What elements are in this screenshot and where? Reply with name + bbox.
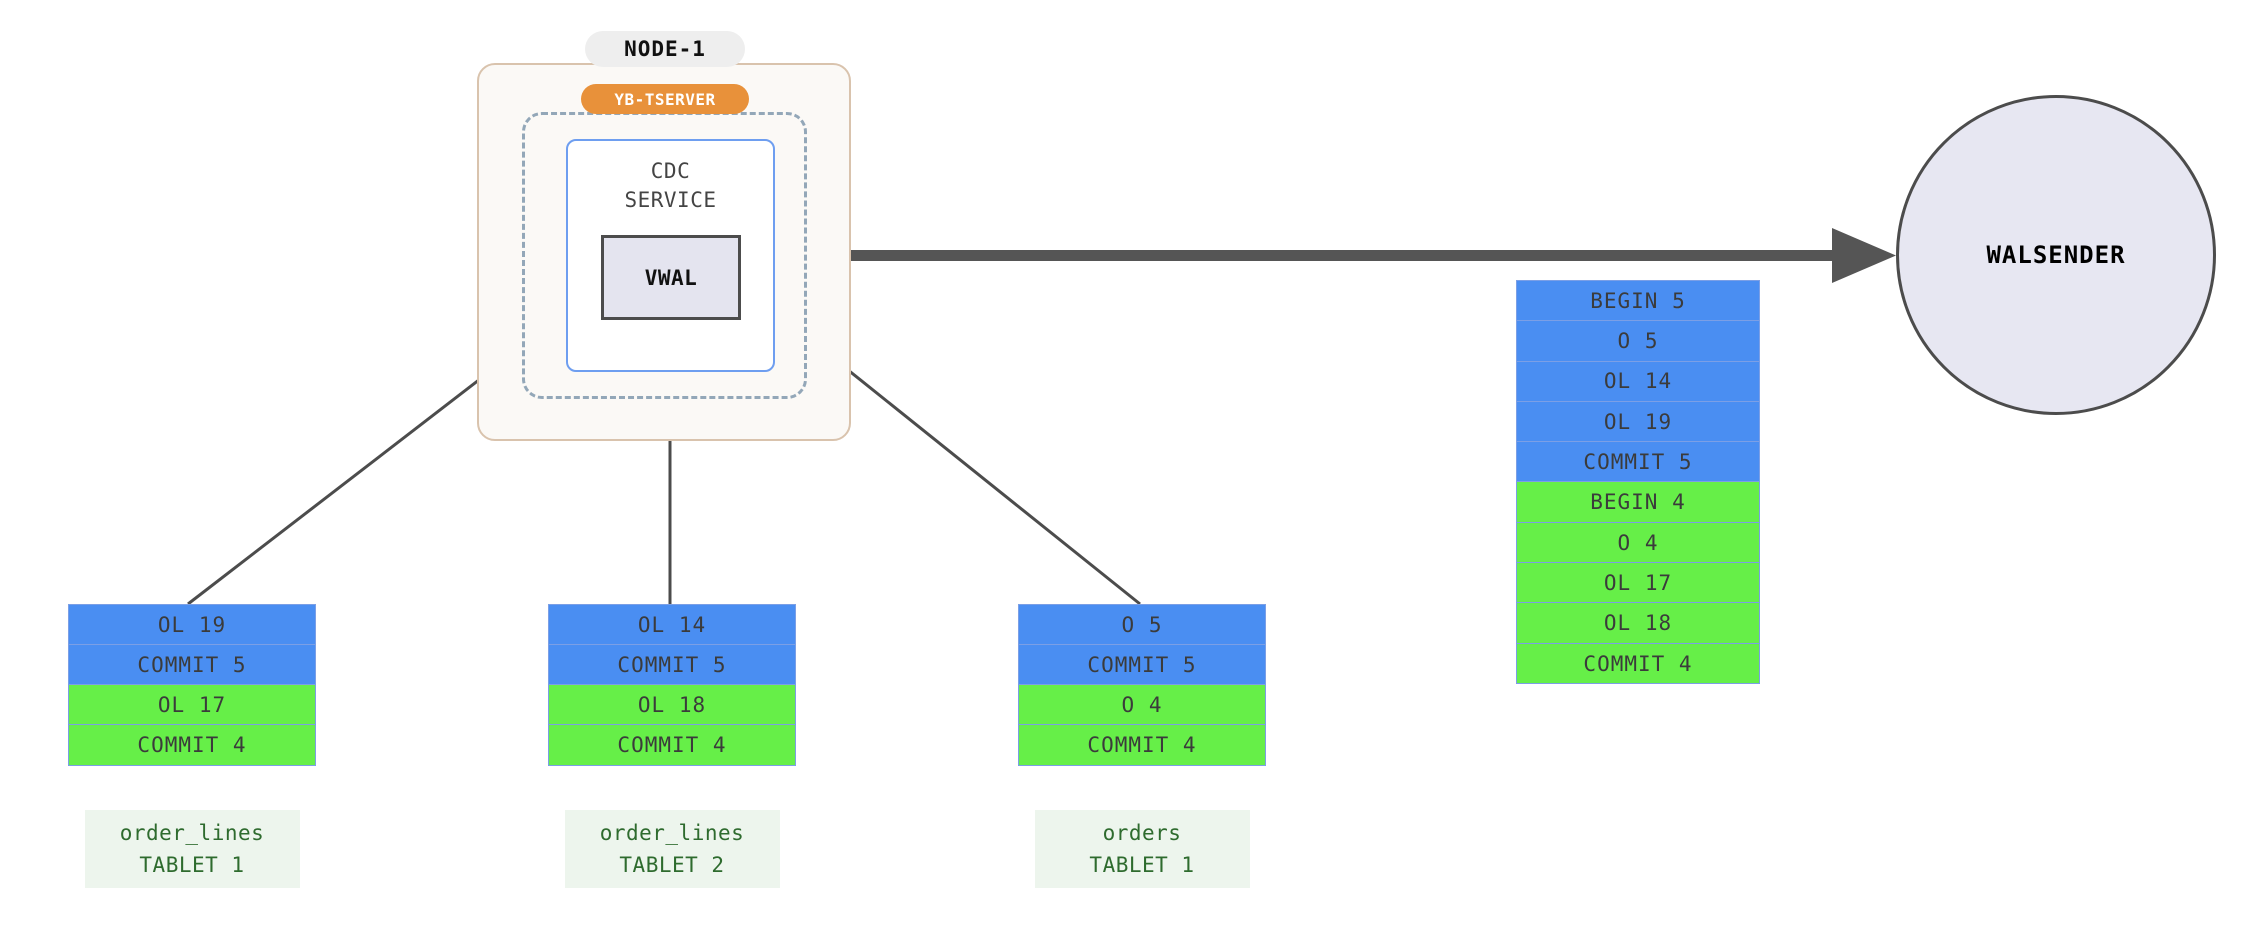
record-row: COMMIT 4 xyxy=(68,724,316,766)
tablet-caption-order-lines-tablet-1: order_lines TABLET 1 xyxy=(84,810,300,888)
yb-tserver-badge: YB-TSERVER xyxy=(581,84,749,114)
record-row: OL 17 xyxy=(68,684,316,726)
record-row: COMMIT 5 xyxy=(548,644,796,686)
cdc-service-label: CDC SERVICE xyxy=(624,159,717,212)
output-record-row: OL 17 xyxy=(1516,562,1760,604)
record-row: O 4 xyxy=(1018,684,1266,726)
vwal-box: VWAL xyxy=(601,235,741,320)
walsender-node: WALSENDER xyxy=(1896,95,2216,415)
output-record-row: O 5 xyxy=(1516,320,1760,363)
record-row: OL 14 xyxy=(548,604,796,646)
output-record-row: O 4 xyxy=(1516,521,1760,564)
tablet-caption-order-lines-tablet-2: order_lines TABLET 2 xyxy=(564,810,780,888)
record-row: COMMIT 4 xyxy=(548,724,796,766)
output-record-row: OL 14 xyxy=(1516,360,1760,403)
record-row: COMMIT 5 xyxy=(68,644,316,686)
record-row: COMMIT 4 xyxy=(1018,724,1266,766)
record-row: COMMIT 5 xyxy=(1018,644,1266,686)
tablet-caption-orders-tablet-1: orders TABLET 1 xyxy=(1034,810,1250,888)
output-record-row: COMMIT 5 xyxy=(1516,441,1760,483)
record-row: OL 19 xyxy=(68,604,316,646)
output-record-row: OL 19 xyxy=(1516,400,1760,443)
output-record-row: OL 18 xyxy=(1516,602,1760,645)
edge-cdc-to-walsender xyxy=(849,228,1896,283)
node-1-badge: NODE-1 xyxy=(585,31,745,67)
record-row: OL 18 xyxy=(548,684,796,726)
record-row: O 5 xyxy=(1018,604,1266,646)
output-record-row: BEGIN 4 xyxy=(1516,481,1760,524)
output-record-row: BEGIN 5 xyxy=(1516,280,1760,322)
output-record-row: COMMIT 4 xyxy=(1516,642,1760,685)
